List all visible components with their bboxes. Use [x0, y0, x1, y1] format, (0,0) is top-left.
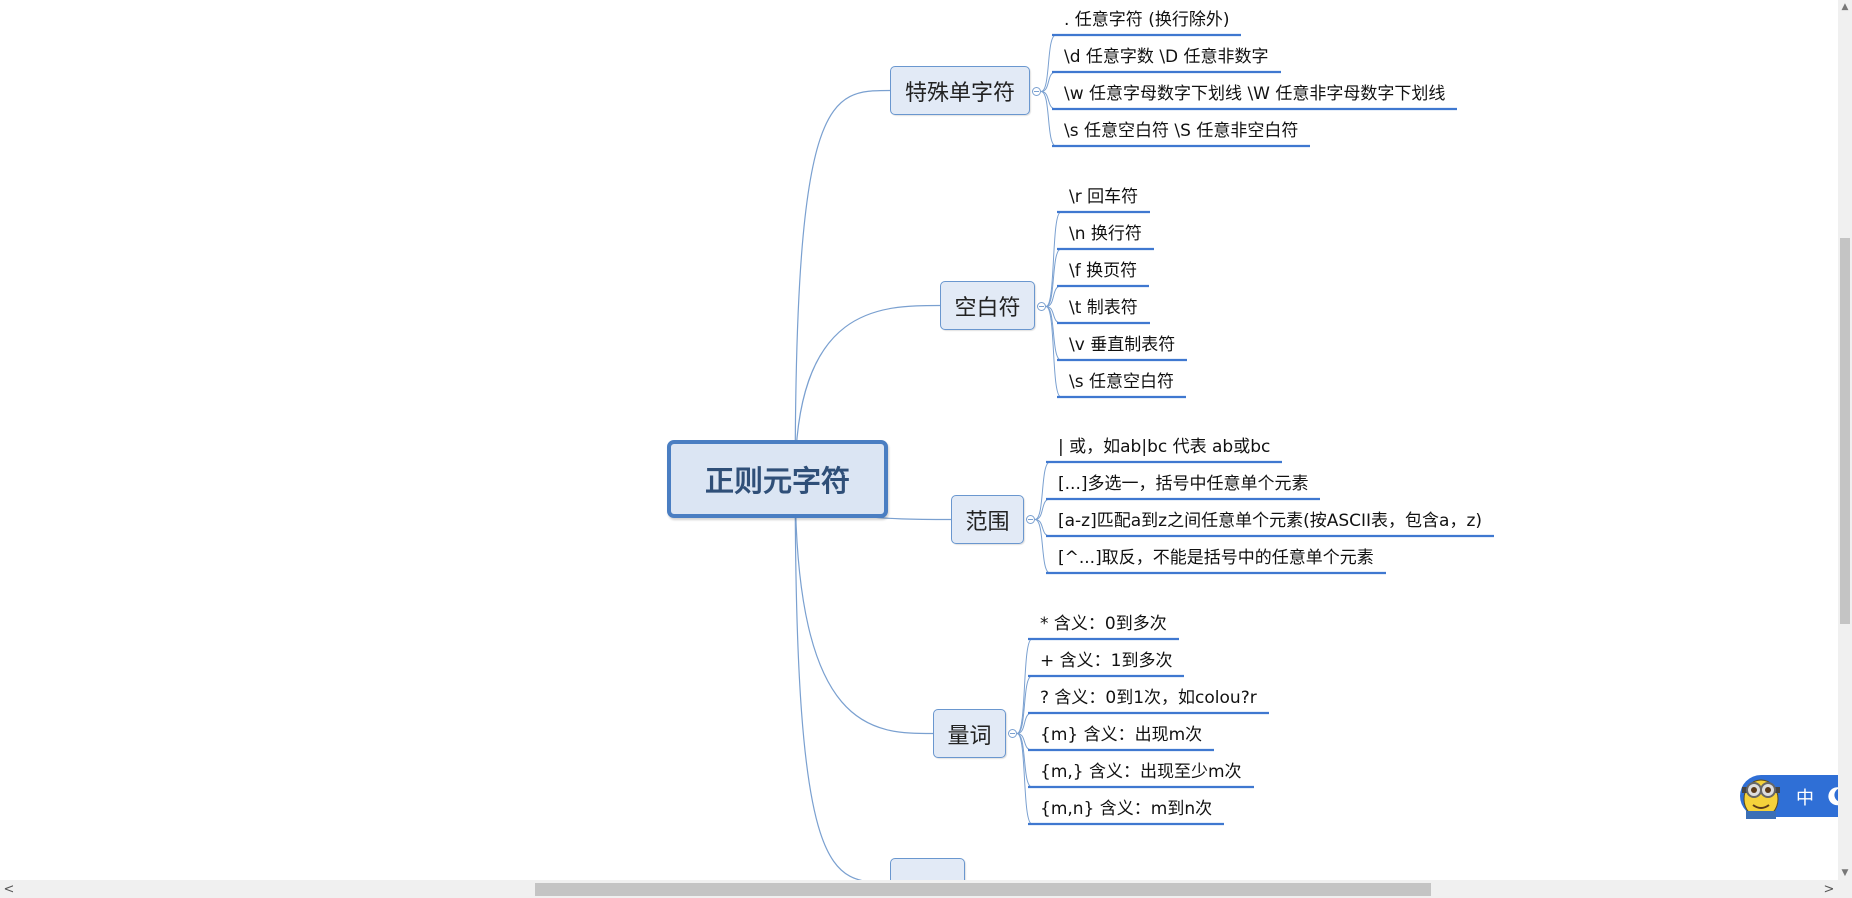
leaf-connector: [1017, 734, 1032, 825]
central-topic[interactable]: 正则元字符: [667, 440, 888, 518]
mindmap-canvas[interactable]: 正则元字符 特殊单字符 . 任意字符 (换行除外) \d 任意字数 \D 任意非…: [0, 0, 1838, 880]
branch-connector: [795, 91, 890, 480]
branch-label: 范围: [965, 504, 1009, 536]
leaf-item[interactable]: \f 换页符: [1069, 260, 1137, 282]
horizontal-scrollbar[interactable]: < >: [0, 880, 1852, 898]
branch-quantifier[interactable]: 量词: [933, 709, 1006, 758]
scroll-left-arrow-icon[interactable]: <: [0, 880, 18, 898]
leaf-connector: [1046, 307, 1061, 398]
collapse-toggle-icon[interactable]: [1037, 302, 1046, 311]
branch-connector: [795, 479, 890, 880]
leaf-item[interactable]: \d 任意字数 \D 任意非数字: [1064, 46, 1269, 68]
leaf-connector: [1035, 499, 1050, 520]
central-topic-label: 正则元字符: [705, 458, 850, 500]
minion-avatar-icon: [1740, 773, 1782, 819]
branch-label: 空白符: [954, 290, 1020, 322]
branch-label: 量词: [947, 718, 991, 750]
leaf-item[interactable]: * 含义：0到多次: [1040, 613, 1167, 635]
branch-range[interactable]: 范围: [951, 495, 1024, 544]
leaf-item[interactable]: \n 换行符: [1069, 223, 1142, 245]
leaf-item[interactable]: \w 任意字母数字下划线 \W 任意非字母数字下划线: [1064, 83, 1445, 105]
leaf-item[interactable]: . 任意字符 (换行除外): [1064, 9, 1229, 31]
branch-special-chars[interactable]: 特殊单字符: [890, 66, 1030, 115]
leaf-item[interactable]: + 含义：1到多次: [1040, 650, 1172, 672]
leaf-item[interactable]: [a-z]匹配a到z之间任意单个元素(按ASCII表，包含a，z): [1058, 510, 1482, 532]
branch-label: 特殊单字符: [905, 75, 1015, 107]
leaf-connector: [1041, 92, 1056, 110]
scroll-up-arrow-icon[interactable]: ▲: [1838, 0, 1852, 14]
leaf-item[interactable]: \r 回车符: [1069, 186, 1138, 208]
leaf-item[interactable]: \s 任意空白符 \S 任意非空白符: [1064, 120, 1298, 142]
leaf-item[interactable]: {m,} 含义：出现至少m次: [1040, 761, 1242, 783]
leaf-connector: [1017, 639, 1032, 734]
leaf-item[interactable]: \t 制表符: [1069, 297, 1138, 319]
vertical-scroll-thumb[interactable]: [1840, 238, 1850, 624]
leaf-item[interactable]: [^...]取反，不能是括号中的任意单个元素: [1058, 547, 1374, 569]
connector-lines: [0, 0, 1838, 880]
scroll-down-arrow-icon[interactable]: ▼: [1838, 866, 1852, 880]
collapse-toggle-icon[interactable]: [1032, 87, 1041, 96]
branch-whitespace[interactable]: 空白符: [940, 281, 1035, 330]
scroll-right-arrow-icon[interactable]: >: [1820, 880, 1838, 898]
branch-partial[interactable]: [890, 858, 965, 880]
leaf-item[interactable]: {m} 含义：出现m次: [1040, 724, 1202, 746]
leaf-item[interactable]: \v 垂直制表符: [1069, 334, 1175, 356]
leaf-item[interactable]: ? 含义：0到1次，如colou?r: [1040, 687, 1257, 709]
leaf-item[interactable]: | 或，如ab|bc 代表 ab或bc: [1058, 436, 1270, 458]
leaf-item[interactable]: {m,n} 含义：m到n次: [1040, 798, 1212, 820]
horizontal-scroll-thumb[interactable]: [535, 883, 1431, 896]
ime-language-label[interactable]: 中: [1796, 784, 1814, 810]
collapse-toggle-icon[interactable]: [1008, 729, 1017, 738]
leaf-item[interactable]: \s 任意空白符: [1069, 371, 1174, 393]
leaf-connector: [1035, 520, 1050, 537]
ime-widget[interactable]: 中: [1740, 775, 1838, 817]
leaf-item[interactable]: [...]多选一，括号中任意单个元素: [1058, 473, 1308, 495]
moon-icon[interactable]: [1826, 785, 1838, 807]
vertical-scrollbar[interactable]: ▲ ▼: [1838, 0, 1852, 880]
collapse-toggle-icon[interactable]: [1026, 515, 1035, 524]
leaf-connector: [1041, 72, 1056, 92]
leaf-connector: [1046, 212, 1061, 307]
